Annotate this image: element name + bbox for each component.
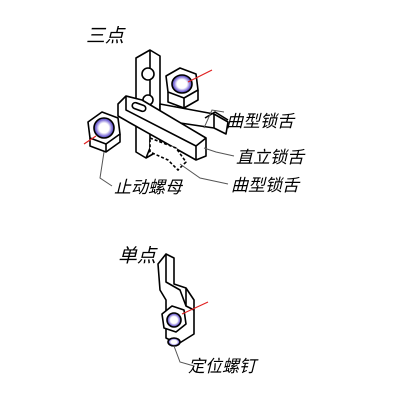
- axis-line-single: [181, 301, 209, 315]
- single-nut-icon: [166, 312, 182, 328]
- curved-tongue-lower: [149, 137, 187, 171]
- tongue-slot: [131, 101, 147, 113]
- axis-line-upper: [187, 69, 213, 83]
- label-straight-tongue: 直立锁舌: [236, 148, 306, 168]
- single-point-latch: [157, 253, 195, 347]
- three-point-latch: [117, 49, 229, 171]
- label-stop-nut: 止动螺母: [114, 178, 184, 198]
- nut-upper: [165, 67, 199, 109]
- label-locating-screw: 定位螺钉: [188, 357, 259, 377]
- axis-line-left: [83, 135, 97, 145]
- section-title-single-point: 单点: [118, 245, 158, 267]
- label-curved-tongue-lower: 曲型锁舌: [231, 176, 301, 196]
- plate-hole-top: [141, 67, 155, 81]
- leader-locating-screw: [173, 345, 195, 367]
- locating-screw-icon: [167, 337, 181, 347]
- label-curved-tongue-upper: 曲型锁舌: [226, 112, 296, 132]
- stop-nut-icon: [87, 111, 121, 153]
- leaders-three-point: [99, 109, 235, 187]
- section-title-multi-point: 三点: [86, 25, 126, 47]
